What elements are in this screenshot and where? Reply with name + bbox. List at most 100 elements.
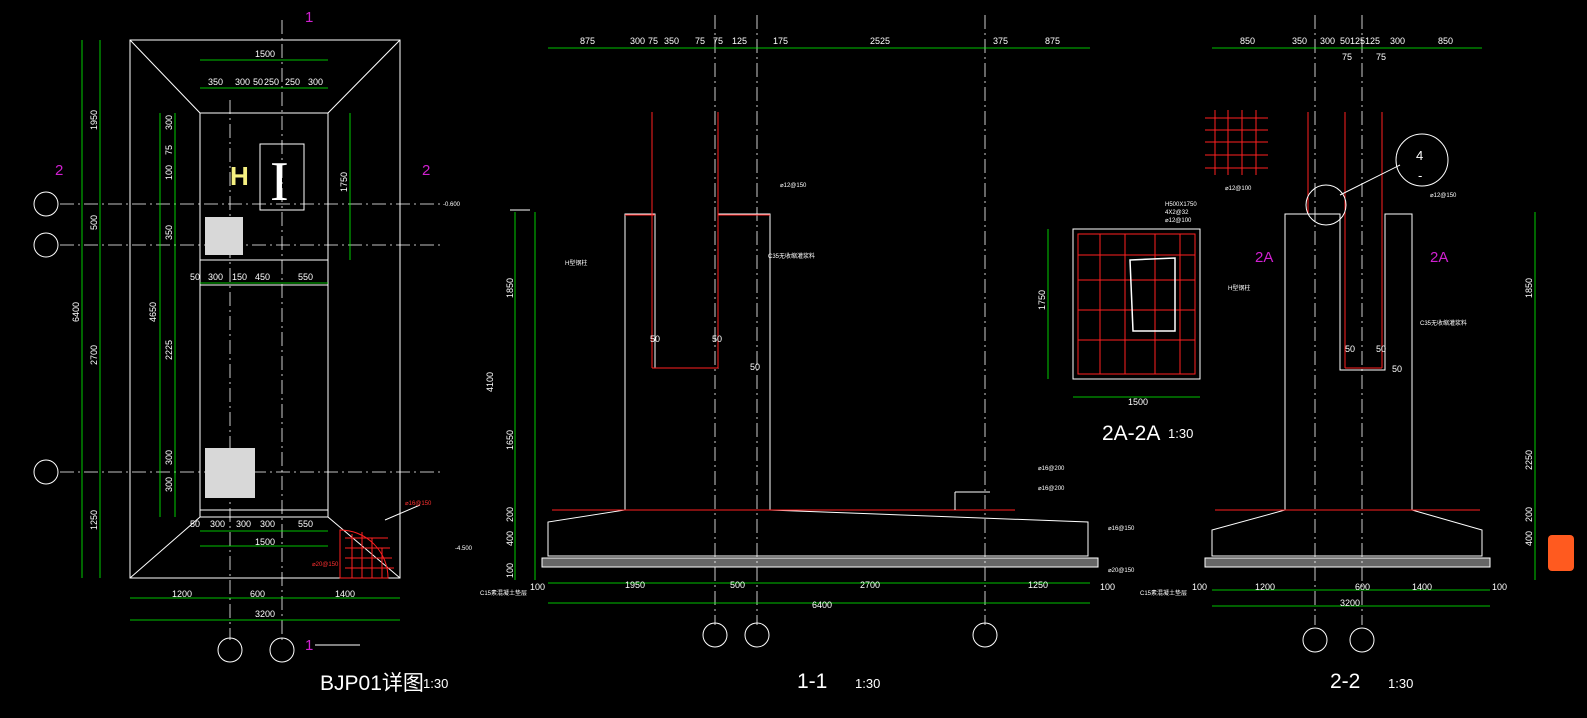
rebar-detail bbox=[339, 529, 394, 579]
svg-text:C15素混凝土垫层: C15素混凝土垫层 bbox=[480, 589, 527, 597]
svg-text:2700: 2700 bbox=[89, 345, 99, 365]
svg-text:⌀12@100: ⌀12@100 bbox=[1165, 218, 1192, 224]
svg-text:75: 75 bbox=[713, 36, 723, 46]
svg-text:1850: 1850 bbox=[1524, 278, 1534, 298]
svg-text:200: 200 bbox=[1524, 507, 1534, 522]
axis-bubble bbox=[33, 191, 59, 217]
svg-text:2250: 2250 bbox=[1524, 450, 1534, 470]
axis-bubble bbox=[33, 459, 59, 485]
svg-text:400: 400 bbox=[505, 531, 515, 546]
svg-text:1250: 1250 bbox=[89, 510, 99, 530]
svg-text:500: 500 bbox=[89, 215, 99, 230]
sec2a-title: 2A-2A bbox=[1102, 422, 1160, 445]
sec22-dimensions bbox=[1212, 47, 1536, 607]
svg-text:300: 300 bbox=[260, 519, 275, 529]
svg-text:1650: 1650 bbox=[505, 430, 515, 450]
base-plate bbox=[205, 448, 255, 498]
svg-text:875: 875 bbox=[1045, 36, 1060, 46]
footing-outline bbox=[129, 39, 401, 579]
svg-text:50: 50 bbox=[712, 334, 722, 344]
svg-text:⌀20@150: ⌀20@150 bbox=[1108, 568, 1135, 574]
svg-text:250: 250 bbox=[264, 77, 279, 87]
svg-text:1500: 1500 bbox=[255, 49, 275, 59]
svg-text:1500: 1500 bbox=[1128, 397, 1148, 407]
svg-text:⌀16@200: ⌀16@200 bbox=[1038, 466, 1065, 472]
section-mark: 1 bbox=[305, 9, 313, 26]
svg-text:⌀16@150: ⌀16@150 bbox=[405, 501, 432, 507]
svg-text:300: 300 bbox=[236, 519, 251, 529]
svg-text:300: 300 bbox=[164, 450, 174, 465]
svg-text:50: 50 bbox=[1345, 344, 1355, 354]
svg-text:125: 125 bbox=[732, 36, 747, 46]
svg-text:100: 100 bbox=[530, 582, 545, 592]
svg-text:2225: 2225 bbox=[164, 340, 174, 360]
detail-num: 4 bbox=[1416, 148, 1423, 163]
sec11-scale: 1:30 bbox=[855, 676, 880, 691]
svg-text:1500: 1500 bbox=[255, 537, 275, 547]
svg-text:550: 550 bbox=[298, 519, 313, 529]
svg-text:300: 300 bbox=[235, 77, 250, 87]
detail-den: - bbox=[1418, 168, 1422, 183]
labels: BJP01详图 1:30 1-1 1:30 2-2 1:30 2A-2A 1:3… bbox=[55, 9, 1534, 695]
h-section-symbol: H bbox=[230, 161, 249, 191]
svg-text:300: 300 bbox=[208, 272, 223, 282]
svg-text:⌀12@100: ⌀12@100 bbox=[1225, 186, 1252, 192]
section-mark: 2 bbox=[55, 162, 63, 179]
svg-text:50: 50 bbox=[190, 272, 200, 282]
svg-text:⌀16@200: ⌀16@200 bbox=[1038, 486, 1065, 492]
axis-bubble bbox=[269, 637, 295, 663]
svg-text:350: 350 bbox=[164, 225, 174, 240]
svg-text:300: 300 bbox=[1320, 36, 1335, 46]
svg-text:175: 175 bbox=[773, 36, 788, 46]
svg-text:3200: 3200 bbox=[1340, 598, 1360, 608]
svg-text:350: 350 bbox=[208, 77, 223, 87]
section-1-1 bbox=[510, 15, 1099, 648]
svg-text:350: 350 bbox=[1292, 36, 1307, 46]
svg-text:C15素混凝土垫层: C15素混凝土垫层 bbox=[1140, 589, 1187, 597]
svg-text:C35无收缩灌浆料: C35无收缩灌浆料 bbox=[768, 252, 815, 260]
svg-text:H型钢柱: H型钢柱 bbox=[565, 259, 587, 267]
section-mark: 2A bbox=[1430, 249, 1448, 266]
svg-text:100: 100 bbox=[1100, 582, 1115, 592]
plan-dimensions bbox=[81, 40, 400, 621]
base-plate bbox=[205, 217, 243, 255]
svg-text:125: 125 bbox=[1350, 36, 1365, 46]
svg-text:850: 850 bbox=[1240, 36, 1255, 46]
svg-text:350: 350 bbox=[664, 36, 679, 46]
app-logo-icon[interactable] bbox=[1548, 535, 1574, 571]
svg-text:1750: 1750 bbox=[339, 172, 349, 192]
sec22-title: 2-2 bbox=[1330, 670, 1360, 693]
svg-text:4100: 4100 bbox=[485, 372, 495, 392]
svg-text:1950: 1950 bbox=[625, 580, 645, 590]
svg-text:4650: 4650 bbox=[148, 302, 158, 322]
rebar-mesh-icon bbox=[1205, 110, 1268, 175]
axis-bubble bbox=[217, 637, 243, 663]
svg-text:1200: 1200 bbox=[172, 589, 192, 599]
svg-text:100: 100 bbox=[164, 165, 174, 180]
section-2a-2a bbox=[1047, 110, 1268, 398]
svg-text:1250: 1250 bbox=[1028, 580, 1048, 590]
svg-text:50: 50 bbox=[1340, 36, 1350, 46]
svg-text:75: 75 bbox=[1376, 52, 1386, 62]
section-2-2 bbox=[1204, 15, 1491, 653]
plan-title: BJP01详图 bbox=[320, 672, 424, 695]
svg-text:375: 375 bbox=[993, 36, 1008, 46]
svg-text:1950: 1950 bbox=[89, 110, 99, 130]
svg-text:2700: 2700 bbox=[860, 580, 880, 590]
svg-text:1750: 1750 bbox=[1037, 290, 1047, 310]
section-mark: 2A bbox=[1255, 249, 1273, 266]
svg-text:300: 300 bbox=[630, 36, 645, 46]
svg-text:300: 300 bbox=[308, 77, 323, 87]
svg-text:2525: 2525 bbox=[870, 36, 890, 46]
svg-text:450: 450 bbox=[255, 272, 270, 282]
svg-text:75: 75 bbox=[164, 145, 174, 155]
svg-text:500: 500 bbox=[730, 580, 745, 590]
svg-text:250: 250 bbox=[285, 77, 300, 87]
svg-text:300: 300 bbox=[164, 115, 174, 130]
svg-text:125: 125 bbox=[1365, 36, 1380, 46]
section-mark: 2 bbox=[422, 162, 430, 179]
svg-text:1200: 1200 bbox=[1255, 582, 1275, 592]
svg-text:150: 150 bbox=[232, 272, 247, 282]
sec2a-scale: 1:30 bbox=[1168, 426, 1193, 441]
